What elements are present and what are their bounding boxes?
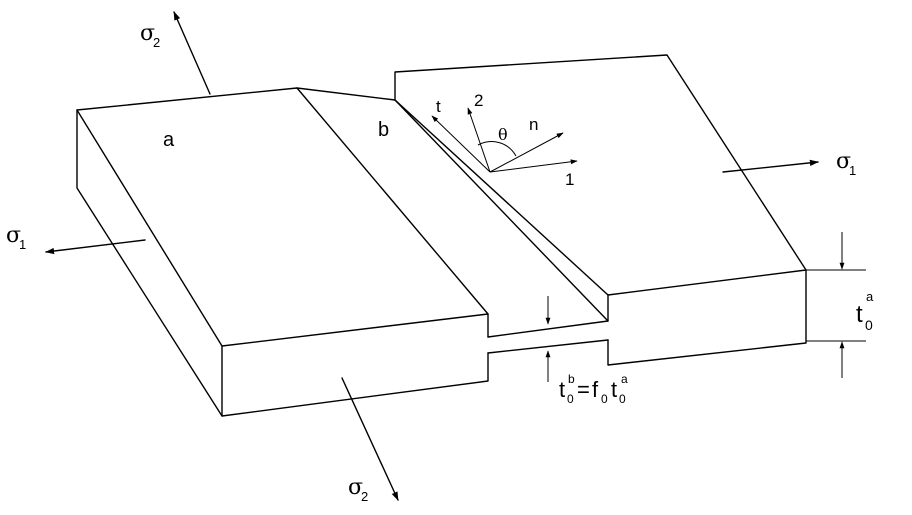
svg-text:1: 1 <box>19 237 26 252</box>
label-sigma2-bottom: σ 2 <box>348 475 368 504</box>
svg-text:=: = <box>577 377 590 402</box>
svg-text:0: 0 <box>567 392 574 406</box>
theta-arc <box>477 141 517 157</box>
svg-text:0: 0 <box>619 392 626 406</box>
svg-text:2: 2 <box>153 35 160 50</box>
plate-right <box>394 54 807 366</box>
label-sigma2-top: σ 2 <box>140 21 160 50</box>
axis-2-arrow <box>467 107 491 173</box>
svg-text:1: 1 <box>849 163 856 178</box>
label-theta: θ <box>498 125 508 144</box>
local-axes <box>431 107 578 173</box>
plate-right-inner-edge <box>394 99 609 296</box>
svg-text:t: t <box>856 301 863 328</box>
sigma1-left-arrow <box>45 239 146 255</box>
plate-a-top-face <box>76 87 489 347</box>
svg-text:a: a <box>866 289 874 304</box>
svg-text:σ: σ <box>348 475 363 500</box>
plate-right-side-face <box>607 269 807 366</box>
plate-region-a <box>76 87 489 417</box>
axis-n-arrow <box>489 132 564 173</box>
axis-t-arrow <box>431 115 491 173</box>
svg-text:f: f <box>592 377 599 402</box>
svg-text:σ: σ <box>836 149 851 174</box>
label-region-a: a <box>163 129 175 151</box>
sigma2-bottom-arrow <box>341 377 399 501</box>
stress-arrows <box>45 11 819 501</box>
label-t0a: t 0 a <box>856 289 874 333</box>
svg-text:b: b <box>568 372 575 386</box>
svg-text:a: a <box>621 372 628 386</box>
label-sigma1-right: σ 1 <box>836 149 856 178</box>
sigma2-top-arrow <box>173 11 211 95</box>
label-region-b: b <box>378 119 389 141</box>
svg-text:t: t <box>559 377 565 402</box>
svg-text:σ: σ <box>140 21 155 46</box>
label-axis-1: 1 <box>565 170 574 189</box>
svg-text:σ: σ <box>6 223 21 248</box>
label-t0b-equation: t 0 b = f 0 t 0 a <box>559 372 628 406</box>
groove-outline <box>296 87 609 338</box>
plate-right-top-face <box>394 54 807 296</box>
svg-text:0: 0 <box>601 392 608 406</box>
label-axis-n: n <box>529 115 538 134</box>
thickness-dimensions <box>545 232 866 382</box>
label-axis-2: 2 <box>474 91 483 110</box>
plate-a-side-faces <box>76 109 489 417</box>
svg-text:t: t <box>611 377 617 402</box>
axis-1-arrow <box>489 159 578 173</box>
groove-region-b <box>296 87 609 354</box>
groove-bottom-edge <box>487 339 609 354</box>
svg-text:2: 2 <box>361 489 368 504</box>
label-sigma1-left: σ 1 <box>6 223 26 252</box>
svg-text:0: 0 <box>865 317 873 333</box>
label-axis-t: t <box>436 97 441 116</box>
sigma1-right-arrow <box>722 159 819 173</box>
